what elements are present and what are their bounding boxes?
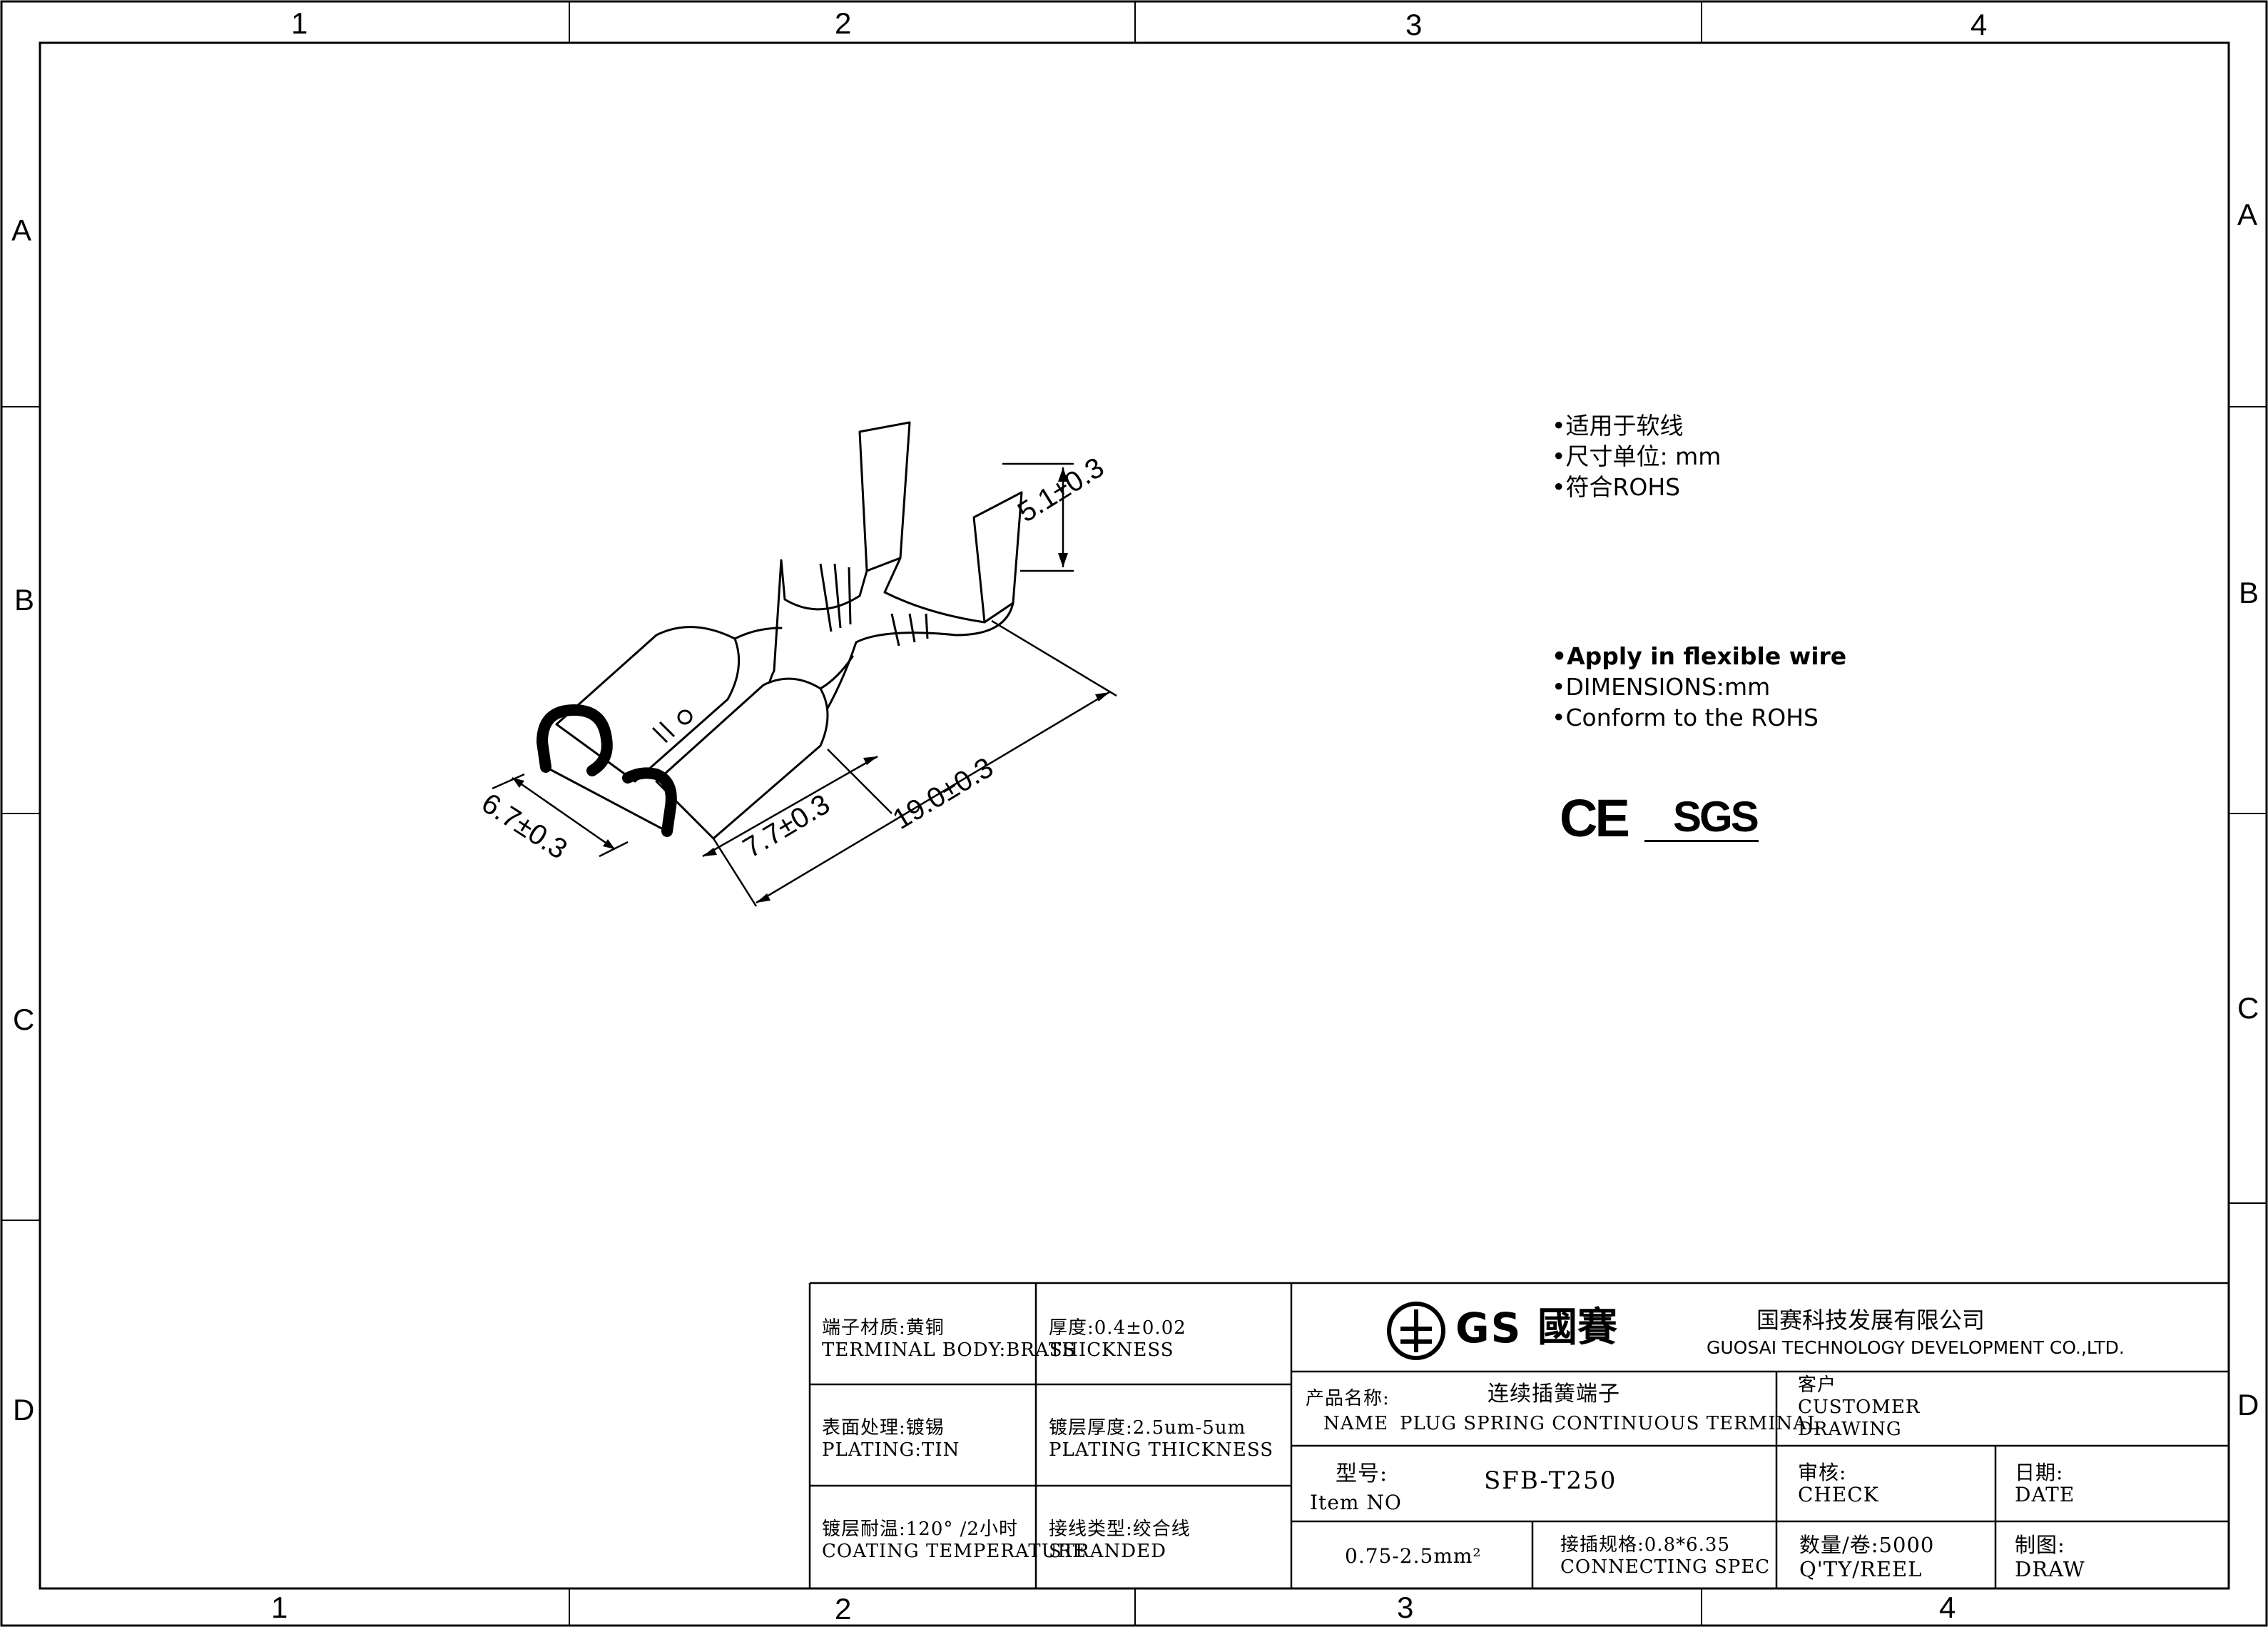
connect-spec-cell: 接插规格:0.8*6.35 CONNECTING SPEC — [1560, 1534, 1770, 1578]
note-cn-item: •符合ROHS — [1552, 473, 1681, 501]
thickness-cell: 厚度:0.4±0.02 THICKNESS — [1049, 1317, 1186, 1362]
zone-col-3-bottom: 3 — [1397, 1591, 1414, 1624]
plating-en: PLATING:TIN — [822, 1439, 960, 1461]
plating-thickness-cell: 镀层厚度:2.5um-5um PLATING THICKNESS — [1049, 1417, 1273, 1461]
wire-range: 0.75-2.5mm² — [1345, 1544, 1482, 1568]
zone-col-1-bottom: 1 — [271, 1591, 288, 1624]
company-name-en: GUOSAI TECHNOLOGY DEVELOPMENT CO.,LTD. — [1707, 1337, 2125, 1358]
draw-cn: 制图: — [2015, 1533, 2065, 1557]
logo-cn-text: 國賽 — [1537, 1304, 1617, 1351]
check-cn: 审核: — [1798, 1461, 1847, 1484]
zone-row-c-right: C — [2237, 991, 2259, 1025]
zone-row-c-left: C — [13, 1003, 35, 1036]
zone-row-b-right: B — [2239, 576, 2259, 609]
date-cell: 日期: DATE — [2015, 1461, 2075, 1506]
note-cn-item: •适用于软线 — [1552, 412, 1684, 440]
coating-temp-en: COATING TEMPERATURE — [822, 1541, 1087, 1562]
date-cn: 日期: — [2015, 1461, 2064, 1484]
check-en: CHECK — [1798, 1483, 1879, 1506]
connect-cn: 接插规格:0.8*6.35 — [1560, 1534, 1730, 1556]
zone-col-4-bottom: 4 — [1939, 1591, 1956, 1624]
logo-gs-text: GS — [1455, 1304, 1522, 1352]
name-en-value: PLUG SPRING CONTINUOUS TERMINAL — [1400, 1413, 1821, 1434]
ce-mark: CE — [1560, 789, 1630, 848]
note-en-item: •Apply in flexible wire — [1552, 642, 1847, 670]
wire-type-cell: 接线类型:绞合线 STRANDED — [1049, 1519, 1191, 1563]
connect-en: CONNECTING SPEC — [1560, 1556, 1771, 1578]
material-cn: 端子材质:黄铜 — [822, 1317, 945, 1339]
customer-en: CUSTOMER — [1798, 1397, 1921, 1418]
sgs-mark: SGS — [1644, 796, 1759, 842]
thickness-cn: 厚度:0.4±0.02 — [1049, 1317, 1186, 1339]
coating-temp-cell: 镀层耐温:120° /2小时 COATING TEMPERATURE — [822, 1519, 1087, 1563]
check-cell: 审核: CHECK — [1798, 1461, 1879, 1506]
qty-cell: 数量/卷:5000 Q'TY/REEL — [1799, 1533, 1934, 1581]
thickness-en: THICKNESS — [1049, 1339, 1174, 1361]
customer-cn: 客户 — [1798, 1374, 1837, 1396]
draw-cell: 制图: DRAW — [2015, 1533, 2085, 1581]
qty-cn: 数量/卷:5000 — [1799, 1533, 1935, 1557]
item-cn-label: 型号: — [1336, 1461, 1388, 1486]
zone-row-d-left: D — [13, 1393, 35, 1426]
zone-col-3-top: 3 — [1405, 8, 1423, 41]
note-cn-item: •尺寸单位: mm — [1552, 442, 1722, 470]
qty-en: Q'TY/REEL — [1799, 1557, 1923, 1581]
wire-type-en: STRANDED — [1049, 1541, 1166, 1562]
date-en: DATE — [2015, 1483, 2075, 1506]
item-en-label: Item NO — [1310, 1491, 1402, 1514]
wire-type-cn: 接线类型:绞合线 — [1049, 1519, 1191, 1540]
name-en-label: NAME — [1323, 1413, 1389, 1434]
plating-thickness-en: PLATING THICKNESS — [1049, 1439, 1274, 1461]
zone-row-d-right: D — [2237, 1388, 2259, 1421]
draw-en: DRAW — [2015, 1557, 2085, 1581]
zone-col-4-top: 4 — [1970, 8, 1988, 41]
zone-row-b-left: B — [14, 583, 35, 617]
zone-col-2-top: 2 — [835, 6, 852, 40]
company-name-cn: 国赛科技发展有限公司 — [1756, 1307, 1985, 1334]
material-cell: 端子材质:黄铜 TERMINAL BODY:BRASS — [822, 1317, 1076, 1362]
plating-cell: 表面处理:镀锡 PLATING:TIN — [822, 1417, 960, 1461]
name-cn-value: 连续插簧端子 — [1488, 1382, 1620, 1406]
notes-en: •Apply in flexible wire •DIMENSIONS:mm •… — [1552, 641, 1846, 733]
drawing-en: DRAWING — [1798, 1419, 1902, 1440]
logo-mark — [1387, 1302, 1445, 1360]
notes-cn: •适用于软线 •尺寸单位: mm •符合ROHS — [1552, 410, 1721, 502]
note-en-item: •DIMENSIONS:mm — [1552, 673, 1771, 701]
item-number: SFB-T250 — [1484, 1466, 1617, 1495]
zone-row-a-left: A — [11, 213, 32, 247]
customer-cell: 客户 CUSTOMER DRAWING — [1798, 1374, 1920, 1441]
material-en: TERMINAL BODY:BRASS — [822, 1339, 1076, 1361]
plating-thickness-cn: 镀层厚度:2.5um-5um — [1049, 1417, 1246, 1439]
plating-cn: 表面处理:镀锡 — [822, 1417, 945, 1439]
zone-col-2-bottom: 2 — [835, 1592, 852, 1626]
zone-row-a-right: A — [2237, 198, 2258, 231]
name-cn-label: 产品名称: — [1306, 1388, 1390, 1409]
coating-temp-cn: 镀层耐温:120° /2小时 — [822, 1519, 1018, 1540]
note-en-item: •Conform to the ROHS — [1552, 704, 1819, 731]
zone-col-1-top: 1 — [291, 6, 308, 40]
